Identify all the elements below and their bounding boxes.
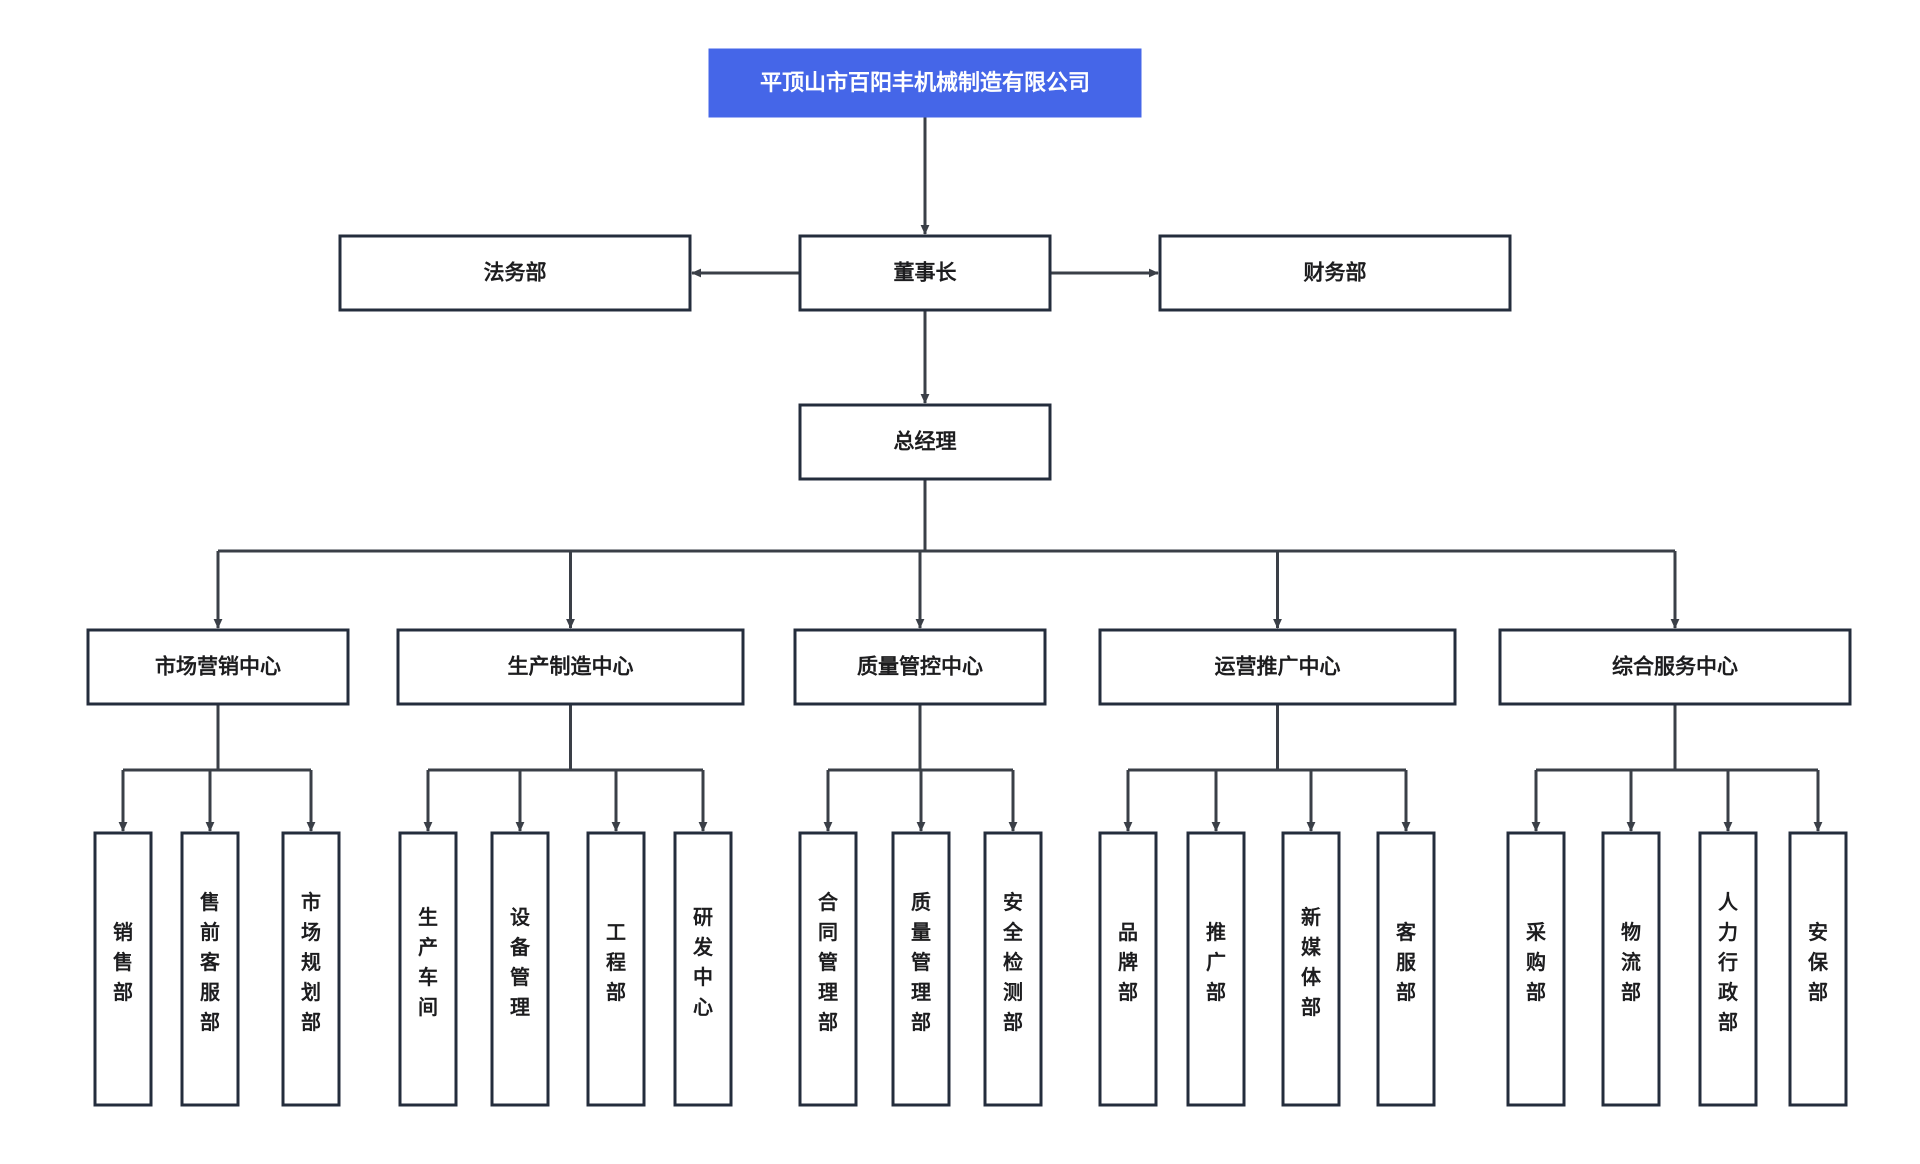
node-rect [673,831,733,1107]
node-label: 质量管理部 [911,891,931,1034]
node-center-4[interactable]: 运营推广中心 [1098,628,1457,706]
node-dept-2-1[interactable]: 生产车间 [398,831,458,1107]
node-dept-4-2[interactable]: 推广部 [1186,831,1246,1107]
node-rect [180,831,240,1107]
node-dept-5-2[interactable]: 物流部 [1601,831,1661,1107]
node-rect [983,831,1043,1107]
node-rect [798,234,1052,312]
node-rect [891,831,951,1107]
node-dept-4-1[interactable]: 品牌部 [1098,831,1158,1107]
node-label: 财务部 [1304,261,1367,285]
node-rect [1788,831,1848,1107]
node-center-3[interactable]: 质量管控中心 [793,628,1047,706]
node-rect [1281,831,1341,1107]
node-label: 工程部 [606,922,626,1004]
node-label: 客服部 [1395,920,1417,1004]
node-label: 生产制造中心 [508,655,634,679]
node-rect [1601,831,1661,1107]
node-dept-1-3[interactable]: 市场规划部 [281,831,341,1107]
node-label: 推广部 [1206,920,1226,1004]
node-label: 品牌部 [1118,921,1138,1004]
node-dept-5-4[interactable]: 安保部 [1788,831,1848,1107]
node-rect [1098,831,1158,1107]
node-center-5[interactable]: 综合服务中心 [1498,628,1852,706]
node-label: 采购部 [1526,921,1546,1004]
node-label: 物流部 [1621,920,1641,1004]
node-center-2[interactable]: 生产制造中心 [396,628,745,706]
node-label: 合同管理部 [818,890,839,1034]
root-node-rect [708,48,1142,118]
node-rect [1698,831,1758,1107]
node-rect [1376,831,1436,1107]
node-center-1[interactable]: 市场营销中心 [86,628,350,706]
node-rect [798,403,1052,481]
node-rect [338,234,692,312]
node-label: 法务部 [484,261,547,285]
node-dept-3-3[interactable]: 安全检测部 [983,831,1043,1107]
node-label: 设备管理 [509,906,531,1019]
node-rect [398,831,458,1107]
node-rect [586,831,646,1107]
node-label: 新媒体部 [1301,905,1322,1019]
node-label: 运营推广中心 [1215,655,1341,679]
node-rect [798,831,858,1107]
node-label: 生产车间 [418,906,438,1019]
node-label: 人力行政部 [1717,891,1739,1034]
node-rect [1186,831,1246,1107]
node-label: 质量管控中心 [857,655,983,679]
node-dept-4-4[interactable]: 客服部 [1376,831,1436,1107]
node-rect [93,831,153,1107]
node-rect [86,628,350,706]
node-label: 安全检测部 [1002,890,1024,1034]
node-rect [1098,628,1457,706]
node-rect [490,831,550,1107]
node-dept-2-4[interactable]: 研发中心 [673,831,733,1107]
node-dept-2-3[interactable]: 工程部 [586,831,646,1107]
node-finance-dept[interactable]: 财务部 [1158,234,1512,312]
node-rect [1158,234,1512,312]
node-label: 市场营销中心 [155,655,281,679]
node-dept-3-1[interactable]: 合同管理部 [798,831,858,1107]
node-label: 总经理 [894,430,957,454]
connector-lines [118,116,1823,832]
node-dept-1-1[interactable]: 销售部 [93,831,153,1107]
node-label: 平顶山市百阳丰机械制造有限公司 [760,70,1090,95]
node-rect [1506,831,1566,1107]
node-label: 市场规划部 [301,890,321,1034]
node-dept-3-2[interactable]: 质量管理部 [891,831,951,1107]
node-rect [396,628,745,706]
node-rect [793,628,1047,706]
node-label: 售前客服部 [199,890,221,1034]
node-dept-2-2[interactable]: 设备管理 [490,831,550,1107]
node-label: 安保部 [1807,920,1829,1004]
node-label: 销售部 [113,920,133,1004]
node-legal-dept[interactable]: 法务部 [338,234,692,312]
node-label: 研发中心 [692,907,714,1019]
node-rect [281,831,341,1107]
node-dept-4-3[interactable]: 新媒体部 [1281,831,1341,1107]
node-dept-5-1[interactable]: 采购部 [1506,831,1566,1107]
node-label: 综合服务中心 [1612,655,1738,679]
node-dept-5-3[interactable]: 人力行政部 [1698,831,1758,1107]
node-rect [1498,628,1852,706]
node-chairman[interactable]: 董事长 [798,234,1052,312]
node-general-manager[interactable]: 总经理 [798,403,1052,481]
node-dept-1-2[interactable]: 售前客服部 [180,831,240,1107]
node-company-root[interactable]: 平顶山市百阳丰机械制造有限公司 [708,48,1142,118]
node-label: 董事长 [894,261,958,285]
